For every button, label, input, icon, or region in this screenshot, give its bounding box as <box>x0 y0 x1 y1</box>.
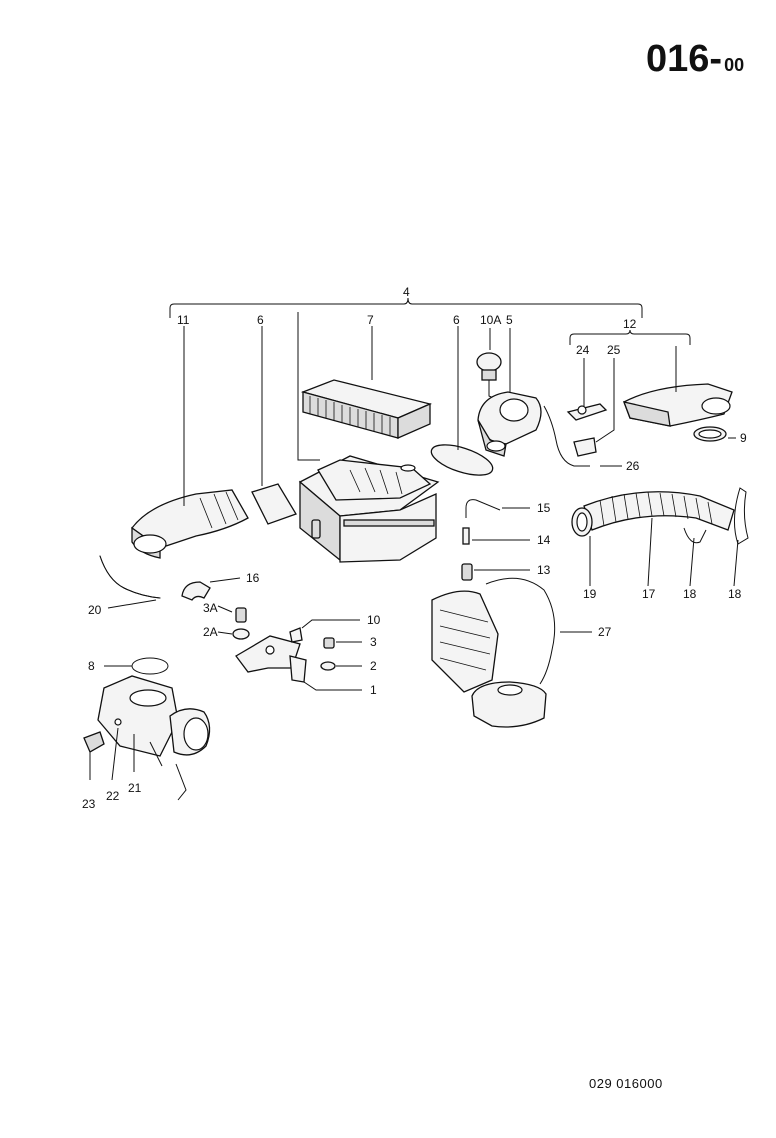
gasket-right <box>430 444 494 476</box>
air-filter-element <box>300 379 433 439</box>
callout-26: 26 <box>626 459 640 473</box>
callout-6-left: 6 <box>257 313 264 327</box>
callout-5: 5 <box>506 313 513 327</box>
callout-10a: 10A <box>480 313 501 327</box>
mounting-bracket <box>232 607 336 683</box>
callout-1: 1 <box>370 683 377 697</box>
callout-labels: 4 11 6 7 6 10A 5 12 24 25 9 26 15 14 13 … <box>82 285 747 811</box>
callout-14: 14 <box>537 533 551 547</box>
callout-25: 25 <box>607 343 621 357</box>
vacuum-hose <box>543 405 590 467</box>
callout-17: 17 <box>642 587 656 601</box>
group-4-bracket <box>169 297 643 318</box>
callout-16: 16 <box>246 571 260 585</box>
valve-cover-and-reservoir <box>431 577 556 728</box>
group-12-bracket <box>569 329 691 345</box>
callout-8: 8 <box>88 659 95 673</box>
callout-9: 9 <box>740 431 747 445</box>
callout-21: 21 <box>128 781 142 795</box>
bracket-parts <box>566 403 608 457</box>
callout-2a: 2A <box>203 625 218 639</box>
callout-22: 22 <box>106 789 120 803</box>
page-code-main: 016 <box>646 38 710 80</box>
small-hoses <box>461 499 501 581</box>
page-code-sub: 00 <box>724 55 745 75</box>
page-code-separator: - <box>709 38 723 80</box>
callout-20: 20 <box>88 603 102 617</box>
flexible-hose <box>571 491 735 537</box>
breather-pipe <box>99 555 161 599</box>
callout-18-right: 18 <box>728 587 742 601</box>
callout-27: 27 <box>598 625 612 639</box>
throttle-body <box>83 675 211 801</box>
callout-7: 7 <box>367 313 374 327</box>
temperature-valve <box>476 352 542 457</box>
hose-clamp-left <box>683 527 707 544</box>
callout-24: 24 <box>576 343 590 357</box>
page-code: 016-00 <box>646 38 744 81</box>
callout-23: 23 <box>82 797 96 811</box>
callout-15: 15 <box>537 501 551 515</box>
callout-13: 13 <box>537 563 551 577</box>
callout-2: 2 <box>370 659 377 673</box>
intake-boot-left <box>131 489 249 559</box>
callout-6-right: 6 <box>453 313 460 327</box>
drawing-number: 029 016000 <box>589 1076 663 1091</box>
callout-18-left: 18 <box>683 587 697 601</box>
leader-lines <box>89 312 739 781</box>
o-ring <box>131 657 169 675</box>
callout-11: 11 <box>177 313 190 327</box>
callout-12: 12 <box>623 317 637 331</box>
callout-3a: 3A <box>203 601 218 615</box>
hose-clamp-right <box>734 487 749 545</box>
intake-duct-right <box>622 383 733 442</box>
callout-19: 19 <box>583 587 597 601</box>
breather-elbow <box>181 581 211 601</box>
callout-10: 10 <box>367 613 381 627</box>
callout-3: 3 <box>370 635 377 649</box>
callout-4: 4 <box>403 285 410 299</box>
gasket-left <box>251 483 297 525</box>
air-cleaner-housing <box>298 455 440 563</box>
